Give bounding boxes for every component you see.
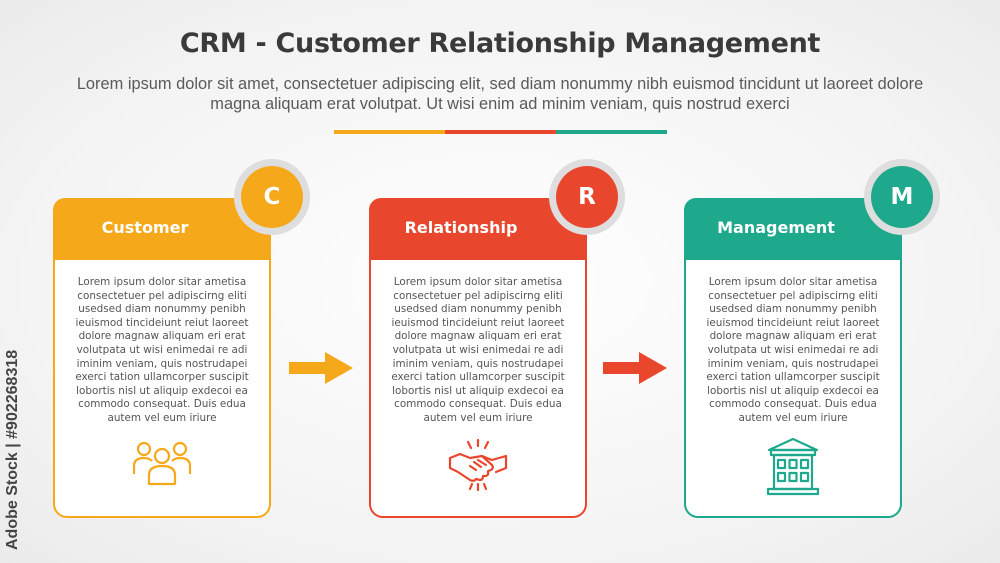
page-subtitle: Lorem ipsum dolor sit amet, consectetuer… — [76, 75, 924, 113]
card-label: Relationship — [404, 217, 518, 237]
divider-yellow — [334, 130, 445, 134]
arrow-right-icon — [603, 352, 667, 384]
badge-letter-r: R — [556, 166, 618, 228]
page-title: CRM - Customer Relationship Management — [179, 28, 821, 59]
handshake-icon — [371, 436, 585, 492]
arrow-right-icon — [289, 352, 353, 384]
card-body: Lorem ipsum dolor sitar ametisa consecte… — [75, 276, 249, 424]
card-relationship: Relationship Lorem ipsum dolor sitar ame… — [368, 197, 587, 518]
card-body: Lorem ipsum dolor sitar ametisa consecte… — [706, 276, 880, 424]
badge-ring: M — [864, 159, 940, 235]
divider-red — [445, 130, 556, 134]
stock-watermark: Adobe Stock | #902268318 — [4, 349, 21, 550]
card-label: Customer — [101, 217, 189, 237]
card-body: Lorem ipsum dolor sitar ametisa consecte… — [391, 276, 565, 424]
badge-letter-m: M — [871, 166, 933, 228]
card-label: Management — [717, 217, 835, 237]
badge-letter-c: C — [241, 166, 303, 228]
card-header: Customer — [52, 197, 271, 260]
building-icon — [686, 436, 900, 496]
users-icon — [55, 436, 269, 492]
card-management: Management Lorem ipsum dolor sitar ameti… — [683, 197, 902, 518]
card-header: Management — [683, 197, 902, 260]
badge-ring: R — [549, 159, 625, 235]
divider-teal — [556, 130, 667, 134]
badge-ring: C — [234, 159, 310, 235]
card-customer: Customer Lorem ipsum dolor sitar ametisa… — [52, 197, 271, 518]
